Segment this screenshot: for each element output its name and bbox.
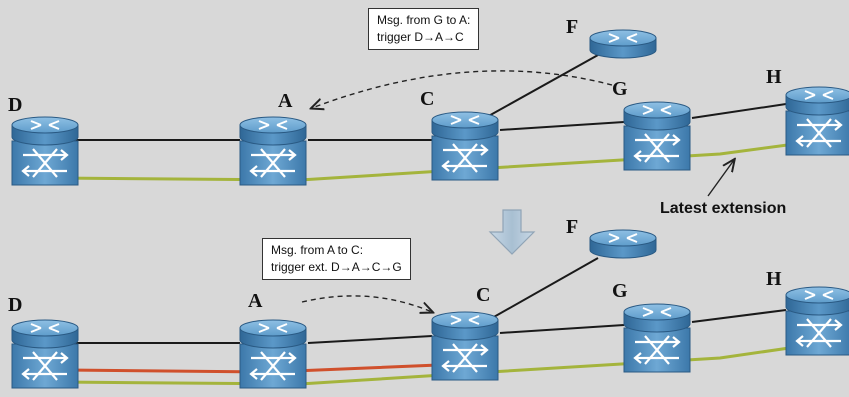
link-c-f bbox=[484, 257, 599, 323]
router-icon bbox=[239, 319, 307, 349]
switch-icon bbox=[239, 343, 307, 389]
bottom-panel bbox=[11, 229, 849, 389]
router-icon bbox=[589, 29, 657, 59]
bottom-node-h bbox=[785, 286, 849, 356]
bottom-label-h: H bbox=[766, 268, 782, 290]
link-a-c bbox=[307, 335, 433, 344]
switch-icon bbox=[431, 335, 499, 381]
bottom-message-line1: Msg. from A to C: bbox=[271, 243, 364, 257]
bottom-label-f: F bbox=[566, 216, 579, 238]
switch-icon bbox=[239, 140, 307, 186]
bottom-message-box: Msg. from A to C: trigger ext. D→A→C→G bbox=[262, 238, 411, 280]
router-icon bbox=[785, 286, 849, 316]
top-links bbox=[65, 54, 787, 141]
bottom-node-g bbox=[623, 303, 691, 373]
switch-icon bbox=[623, 125, 691, 171]
bottom-label-c: C bbox=[476, 284, 491, 306]
top-label-d: D bbox=[8, 94, 23, 116]
switch-icon bbox=[623, 327, 691, 373]
top-label-c: C bbox=[420, 88, 435, 110]
latest-extension-label: Latest extension bbox=[660, 200, 787, 217]
top-message-box: Msg. from G to A: trigger D→A→C bbox=[368, 8, 480, 50]
link-g-h bbox=[691, 103, 787, 119]
top-message-arrow bbox=[312, 70, 613, 108]
bottom-message-line2: trigger ext. D→A→C→G bbox=[271, 260, 402, 274]
bottom-node-f bbox=[589, 229, 657, 259]
bottom-label-a: A bbox=[248, 290, 263, 312]
link-c-g bbox=[499, 324, 625, 334]
latest-extension-pointer bbox=[707, 160, 734, 197]
bottom-node-d bbox=[11, 319, 79, 389]
bottom-label-d: D bbox=[8, 294, 23, 316]
link-c-f bbox=[484, 54, 599, 119]
top-message-line1: Msg. from G to A: bbox=[377, 13, 471, 27]
top-panel bbox=[11, 29, 849, 197]
switch-icon bbox=[431, 135, 499, 181]
top-node-d bbox=[11, 116, 79, 186]
switch-icon bbox=[11, 343, 79, 389]
router-icon bbox=[239, 116, 307, 146]
bottom-links bbox=[65, 257, 787, 344]
link-g-h bbox=[691, 309, 787, 323]
link-c-g bbox=[499, 121, 625, 131]
bottom-node-c bbox=[431, 311, 499, 381]
bottom-label-g: G bbox=[612, 280, 628, 302]
router-icon bbox=[623, 303, 691, 333]
top-node-f bbox=[589, 29, 657, 59]
top-node-c bbox=[431, 111, 499, 181]
switch-icon bbox=[785, 110, 849, 156]
top-label-g: G bbox=[612, 78, 628, 100]
switch-icon bbox=[785, 310, 849, 356]
top-label-a: A bbox=[278, 90, 293, 112]
bottom-node-a bbox=[239, 319, 307, 389]
top-node-g bbox=[623, 101, 691, 171]
router-icon bbox=[589, 229, 657, 259]
top-node-h bbox=[785, 86, 849, 156]
router-icon bbox=[431, 311, 499, 341]
top-message-line2: trigger D→A→C bbox=[377, 30, 464, 44]
router-icon bbox=[785, 86, 849, 116]
bottom-message-arrow bbox=[301, 295, 432, 312]
top-node-a bbox=[239, 116, 307, 186]
router-icon bbox=[11, 116, 79, 146]
top-label-h: H bbox=[766, 66, 782, 88]
down-arrow-icon bbox=[488, 209, 536, 255]
switch-icon bbox=[11, 140, 79, 186]
router-icon bbox=[431, 111, 499, 141]
router-icon bbox=[623, 101, 691, 131]
top-label-f: F bbox=[566, 16, 579, 38]
router-icon bbox=[11, 319, 79, 349]
